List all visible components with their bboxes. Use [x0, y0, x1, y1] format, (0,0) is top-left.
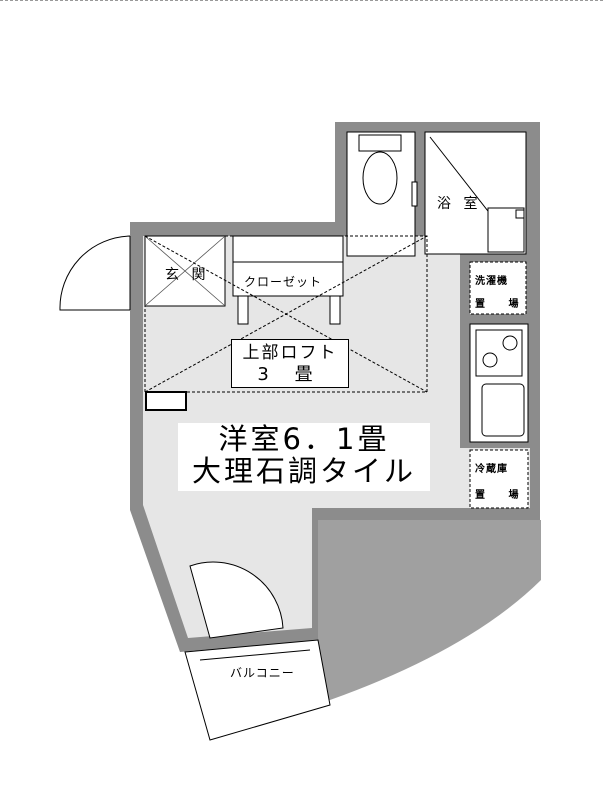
loft-cross [144, 235, 428, 393]
balcony-label: バルコニー [230, 666, 295, 680]
washer-label-line1: 洗濯機 [475, 276, 508, 287]
closet-label: クローゼット [244, 273, 323, 290]
loft-ladder [145, 391, 187, 411]
washer-label-line2: 置 場 [475, 299, 529, 310]
fridge-space [469, 449, 529, 509]
loft-label-line1: 上部ロフト [242, 343, 338, 363]
stove [475, 329, 523, 377]
loft-label: 上部ロフト 3 畳 [231, 339, 349, 388]
closet-door-right [329, 295, 341, 325]
exterior-area [318, 520, 541, 700]
room-label-line1: 洋室6．1畳 [218, 422, 390, 456]
bath-tap [515, 209, 525, 219]
toilet-tank [358, 134, 402, 152]
room-label-main: 洋室6．1畳 大理石調タイル [178, 423, 430, 491]
entrance-label: 玄 関 [165, 267, 210, 283]
bath-label: 浴 室 [437, 196, 482, 212]
entrance-cross [145, 236, 225, 306]
balcony-inner-edge [199, 649, 311, 661]
front-door-swing [59, 235, 131, 311]
burner-2 [482, 352, 498, 368]
fridge-label-line2: 置 場 [475, 490, 529, 501]
fridge-label-line1: 冷蔵庫 [475, 464, 508, 475]
loft-outline [144, 235, 428, 393]
burner-1 [502, 335, 518, 351]
balcony-door-swing [189, 561, 284, 639]
balcony-area [184, 639, 331, 741]
toilet-door [411, 181, 418, 207]
washer-space [469, 261, 527, 315]
sink [481, 383, 525, 437]
closet-door-left [237, 295, 249, 325]
toilet-bowl [362, 151, 398, 205]
loft-label-line2: 3 畳 [257, 364, 323, 385]
room-label-line2: 大理石調タイル [191, 454, 416, 488]
